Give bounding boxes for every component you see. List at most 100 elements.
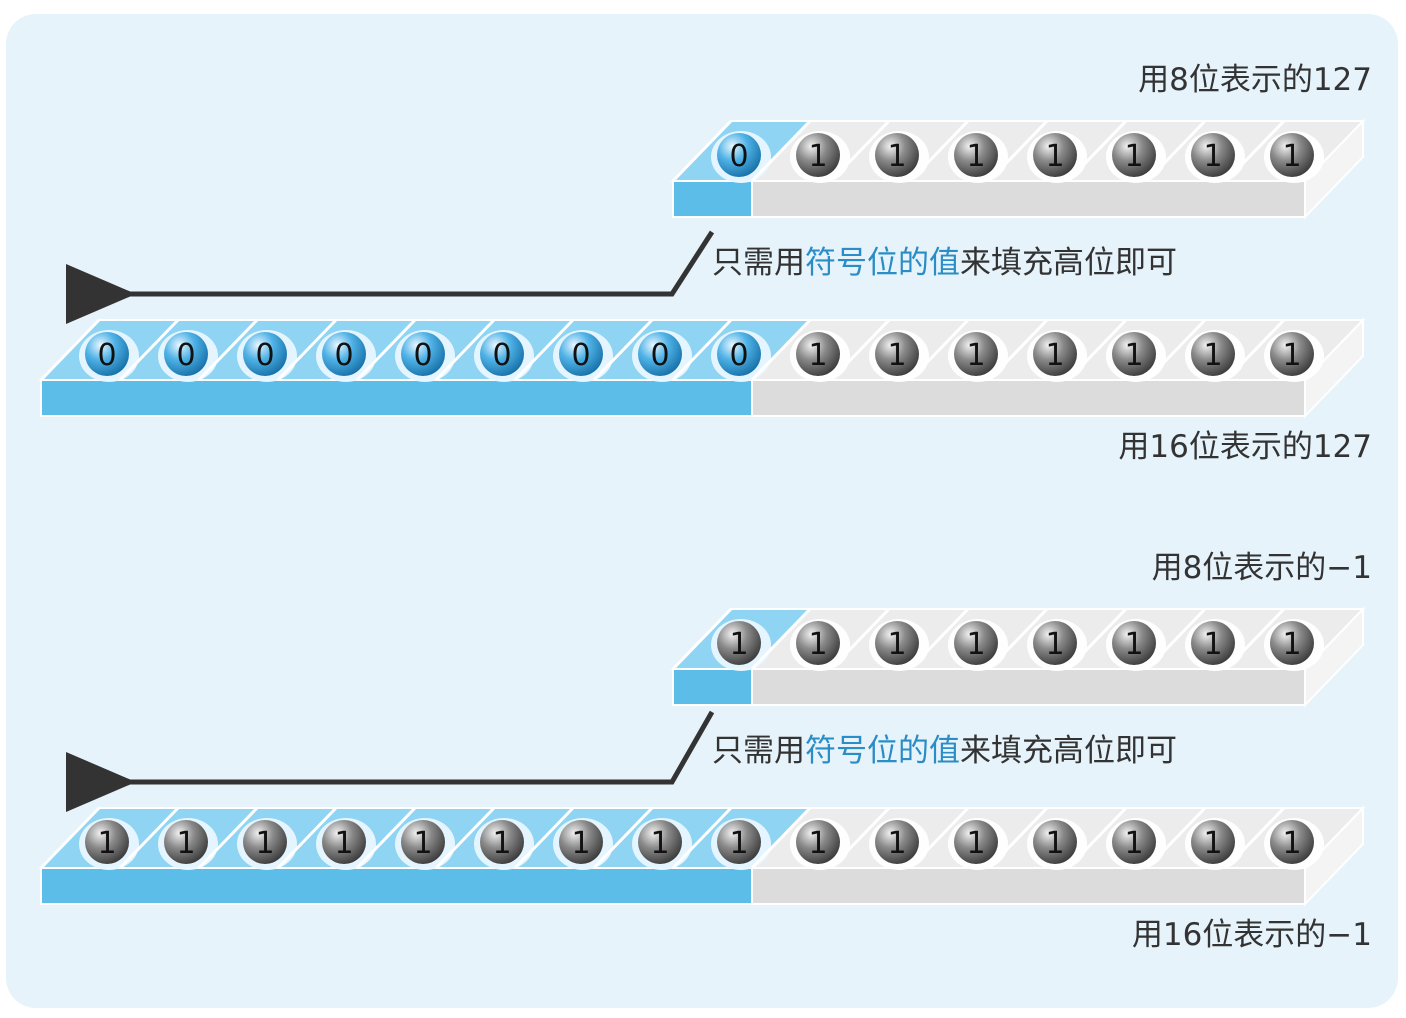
bit-ball (717, 621, 761, 665)
bit-ball (875, 820, 919, 864)
bit-value: 1 (1124, 627, 1143, 662)
sign-fill-note-1: 只需用符号位的值来填充高位即可 (712, 248, 1177, 279)
cell-divider (1224, 607, 1286, 671)
bit-ball (164, 332, 208, 376)
bit-ball (243, 332, 287, 376)
note-text-after: 来填充高位即可 (960, 733, 1177, 769)
bit-ball (954, 332, 998, 376)
strip-front-face-highlight (672, 180, 753, 218)
bit-ball (1191, 621, 1235, 665)
label-16bit-neg1: 用16位表示的−1 (1131, 917, 1372, 953)
bit-ball (796, 820, 840, 864)
cell-divider (671, 806, 733, 870)
bit-ball (717, 820, 761, 864)
cell-divider (1145, 119, 1207, 183)
cell-divider (1224, 119, 1286, 183)
bit-value: 1 (808, 627, 827, 662)
cell-divider (592, 318, 654, 382)
cell-divider (197, 806, 259, 870)
strip-front-face (751, 180, 1306, 218)
bit-ball (1112, 332, 1156, 376)
bit-ball (322, 820, 366, 864)
bit-value: 1 (1203, 139, 1222, 174)
bit-ball (1270, 820, 1314, 864)
bit-ball (875, 621, 919, 665)
bit-value: 1 (176, 826, 195, 861)
strip-front-face (751, 379, 1306, 417)
bit-ball (164, 820, 208, 864)
cell-divider (1224, 806, 1286, 870)
cell-divider (276, 806, 338, 870)
cell-divider (1145, 607, 1207, 671)
bit-value: 1 (1045, 826, 1064, 861)
bit-value: 1 (887, 338, 906, 373)
bit-ball (875, 133, 919, 177)
bit-value: 1 (1045, 139, 1064, 174)
bit-value: 1 (1282, 338, 1301, 373)
cell-divider (671, 607, 733, 671)
bit-ball (954, 820, 998, 864)
bit-ball (322, 332, 366, 376)
cell-divider (434, 318, 496, 382)
cell-divider (829, 318, 891, 382)
bit-value: 1 (966, 139, 985, 174)
bit-ball (1191, 820, 1235, 864)
strip-front-face-highlight (40, 379, 753, 417)
cell-divider (987, 318, 1049, 382)
label-16bit-127: 用16位表示的127 (1118, 429, 1372, 465)
cell-divider (671, 318, 733, 382)
bit-value: 1 (255, 826, 274, 861)
cell-divider (987, 607, 1049, 671)
bit-ball (1033, 621, 1077, 665)
cell-divider (829, 119, 891, 183)
bit-ball (796, 621, 840, 665)
cell-divider (197, 318, 259, 382)
note-text-before: 只需用 (712, 245, 805, 281)
bit-value: 0 (97, 338, 116, 373)
bit-ball (717, 133, 761, 177)
bit-value: 1 (729, 627, 748, 662)
cell-divider (1224, 318, 1286, 382)
bit-ball (480, 332, 524, 376)
bit-ball (1112, 621, 1156, 665)
cell-divider (671, 119, 733, 183)
bit-value: 1 (571, 826, 590, 861)
cell-divider (908, 318, 970, 382)
strip-front-face-highlight (40, 867, 753, 905)
bit-ball (1033, 133, 1077, 177)
cell-divider (434, 806, 496, 870)
bit-value: 1 (1045, 338, 1064, 373)
cell-divider (118, 318, 180, 382)
bit-ball (559, 332, 603, 376)
cell-divider (750, 119, 812, 183)
cell-divider (987, 806, 1049, 870)
bit-value: 0 (176, 338, 195, 373)
bit-value: 1 (887, 139, 906, 174)
bit-value: 1 (729, 826, 748, 861)
bit-value: 1 (1282, 139, 1301, 174)
bit-ball (1112, 133, 1156, 177)
cell-divider (355, 806, 417, 870)
note-text-before: 只需用 (712, 733, 805, 769)
bit-value: 1 (966, 627, 985, 662)
bit-value: 1 (808, 826, 827, 861)
cell-divider (987, 119, 1049, 183)
cell-divider (750, 607, 812, 671)
bit-ball (1270, 621, 1314, 665)
bit-ball (954, 133, 998, 177)
bit-value: 1 (334, 826, 353, 861)
bit-ball (638, 332, 682, 376)
bit-ball (1270, 133, 1314, 177)
bit-ball (717, 332, 761, 376)
bit-ball (1191, 133, 1235, 177)
bit-ball (1191, 332, 1235, 376)
bit-ball (85, 332, 129, 376)
bit-ball (1270, 332, 1314, 376)
cell-divider (1145, 806, 1207, 870)
bit-value: 0 (729, 139, 748, 174)
cell-divider (908, 806, 970, 870)
